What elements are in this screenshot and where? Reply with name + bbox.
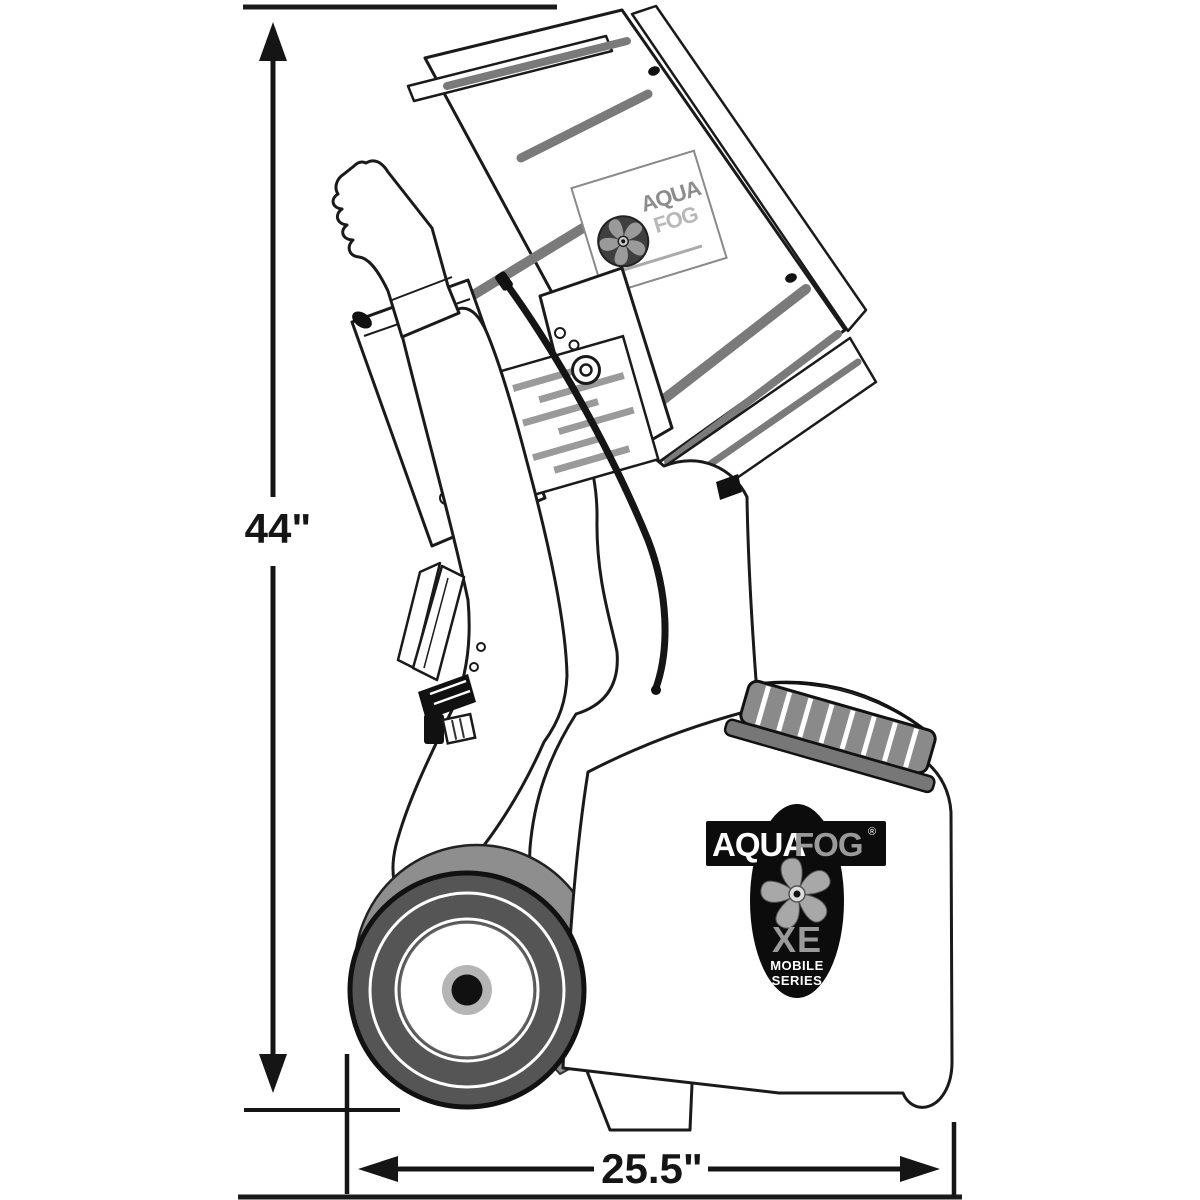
cable-end	[651, 685, 661, 695]
nozzle-assembly	[396, 561, 486, 745]
head-fin-1	[516, 89, 653, 163]
arrow-left-icon	[358, 1156, 398, 1182]
arrow-right-icon	[900, 1156, 940, 1182]
head-top-shade	[443, 37, 631, 90]
plate-bumper	[352, 311, 372, 329]
cap-base	[723, 718, 936, 794]
valve-fitting	[424, 714, 444, 744]
neck-latch	[716, 474, 742, 500]
logo-bar	[706, 821, 886, 866]
head-brand-label: AQUA FOG	[570, 149, 728, 297]
wheel	[347, 870, 587, 1110]
cap-ribs	[755, 685, 919, 768]
pivot-screw-1	[554, 327, 566, 339]
tank-logo: AQUA FOG ® XE MOBILE SERIES	[706, 804, 886, 998]
nozzle-body-line	[423, 577, 449, 669]
tank-logo-word2: FOG	[794, 826, 863, 863]
fogger-head: AQUA FOG	[406, 4, 878, 522]
tank-logo-model: XE	[772, 919, 822, 960]
width-dimension-label: 25.5"	[601, 1145, 703, 1192]
cap-dome-line	[767, 682, 922, 729]
head-screw-2	[785, 273, 797, 283]
nozzle-bolt-1	[469, 662, 479, 672]
cable-connector	[495, 271, 513, 291]
tire-ring-inner	[394, 917, 540, 1063]
head-label-fineprint	[617, 244, 703, 274]
height-dimension: 44"	[244, 22, 400, 1112]
pivot-screw-2	[568, 339, 580, 351]
head-fin-3	[632, 284, 811, 425]
head-fin-4	[664, 330, 842, 466]
tank-logo-series2: SERIES	[772, 973, 823, 988]
tank-cap	[723, 679, 937, 794]
power-cable	[495, 271, 669, 695]
tank-logo-registered: ®	[868, 826, 876, 838]
cable-arc	[504, 282, 669, 692]
tank-logo-series1: MOBILE	[770, 958, 824, 973]
grip-base-line	[391, 276, 453, 301]
pivot-knob-center	[579, 363, 593, 377]
tank: AQUA FOG ® XE MOBILE SERIES	[561, 679, 954, 1109]
head-right-rail	[630, 4, 868, 333]
head-screw-1	[648, 66, 660, 76]
border-lines	[238, 4, 962, 1200]
valve-cap	[441, 712, 477, 745]
handle-grip	[331, 159, 461, 339]
handle	[331, 159, 569, 898]
tank-logo-word1: AQUA	[712, 826, 805, 863]
axle-cap	[451, 974, 483, 1006]
height-dimension-label: 44"	[245, 505, 312, 552]
arrow-up-icon	[259, 22, 287, 61]
motor-housing	[496, 266, 674, 497]
valve-collar	[418, 674, 476, 720]
width-dimension: 25.5"	[344, 1054, 957, 1197]
nozzle-bolt-2	[476, 642, 486, 652]
nozzle-body	[411, 564, 466, 682]
arrow-down-icon	[259, 1054, 287, 1093]
tire-ring-outer	[368, 891, 566, 1089]
fan-icon	[597, 215, 650, 268]
handle-band	[391, 306, 569, 898]
impeller-icon	[760, 857, 831, 929]
